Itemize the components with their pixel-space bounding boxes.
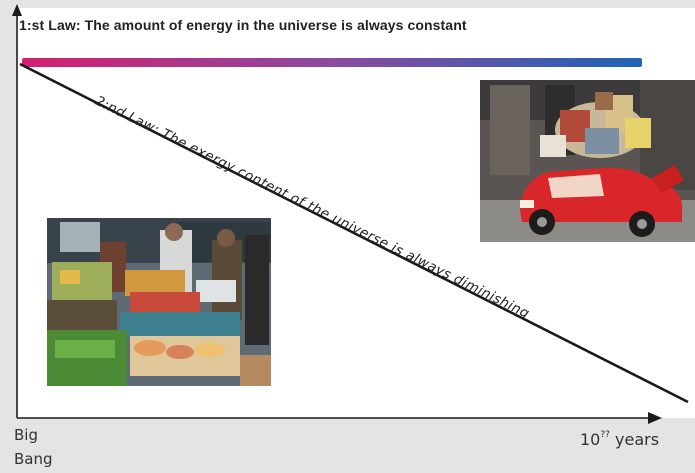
axis-start-label-line1: Big [14,426,38,444]
axis-end-unit: years [615,430,660,449]
overloaded-car-photo [480,80,695,242]
axis-end-base: 10 [580,430,601,449]
axis-end-exponent: ?? [600,430,610,440]
exergy-decline-line [19,62,689,404]
time-axis-arrow-icon [648,412,662,424]
vertical-axis-arrow-icon [12,4,22,16]
axis-start-label-line2: Bang [14,450,53,468]
axis-end-label: 10?? years [580,430,659,449]
energy-constant-bar [22,58,642,67]
vegetable-market-photo [47,218,271,386]
first-law-label: 1:st Law: The amount of energy in the un… [19,17,467,33]
